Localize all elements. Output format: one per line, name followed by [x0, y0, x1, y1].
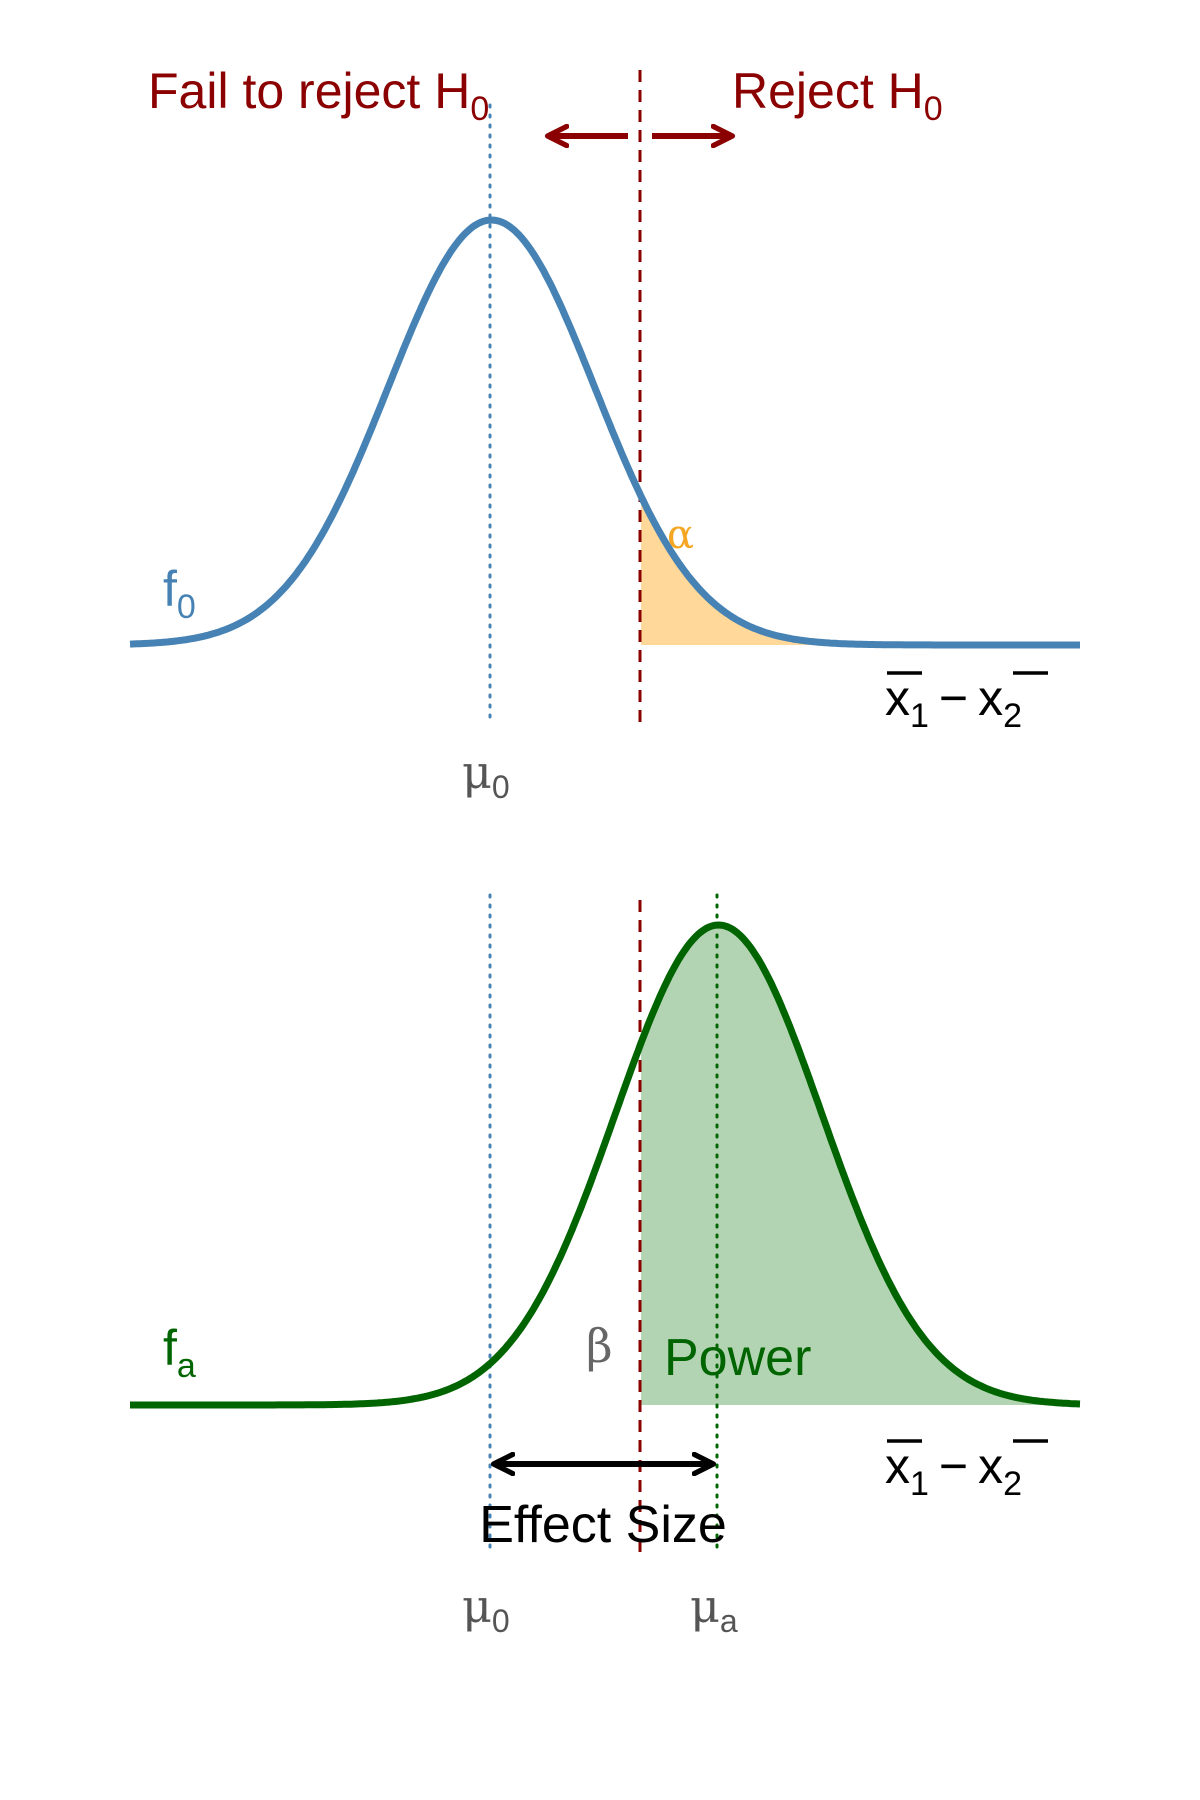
null-curve-label: f0: [163, 561, 196, 626]
alpha-label: α: [667, 512, 694, 558]
alpha-region: [641, 496, 1080, 645]
power-label: Power: [664, 1329, 811, 1387]
mua-label: μa: [690, 1579, 738, 1639]
alternative-distribution-panel: fa β Power x1−x2 Effect Size μ0 μa: [128, 893, 1082, 1639]
x-axis-label-top: x1−x2: [885, 670, 1048, 735]
mu0-label-top: μ0: [462, 745, 510, 805]
null-distribution-panel: Fail to reject H0 Reject H0 f0 α x1−x2 μ…: [128, 63, 1082, 805]
x-axis-label-bottom: x1−x2: [885, 1438, 1048, 1503]
power-region: [641, 925, 1080, 1405]
effect-size-label: Effect Size: [479, 1496, 727, 1554]
mu0-label-bottom: μ0: [462, 1579, 510, 1639]
alternative-curve-label: fa: [163, 1320, 196, 1385]
alternative-density-curve: [128, 921, 1082, 1409]
svg-text:x1−x2: x1−x2: [885, 1438, 1022, 1503]
svg-text:x1−x2: x1−x2: [885, 670, 1022, 735]
beta-label: β: [586, 1319, 613, 1373]
reject-label: Reject H0: [732, 63, 943, 128]
null-density-curve: [128, 216, 1082, 649]
fail-to-reject-label: Fail to reject H0: [148, 63, 489, 128]
